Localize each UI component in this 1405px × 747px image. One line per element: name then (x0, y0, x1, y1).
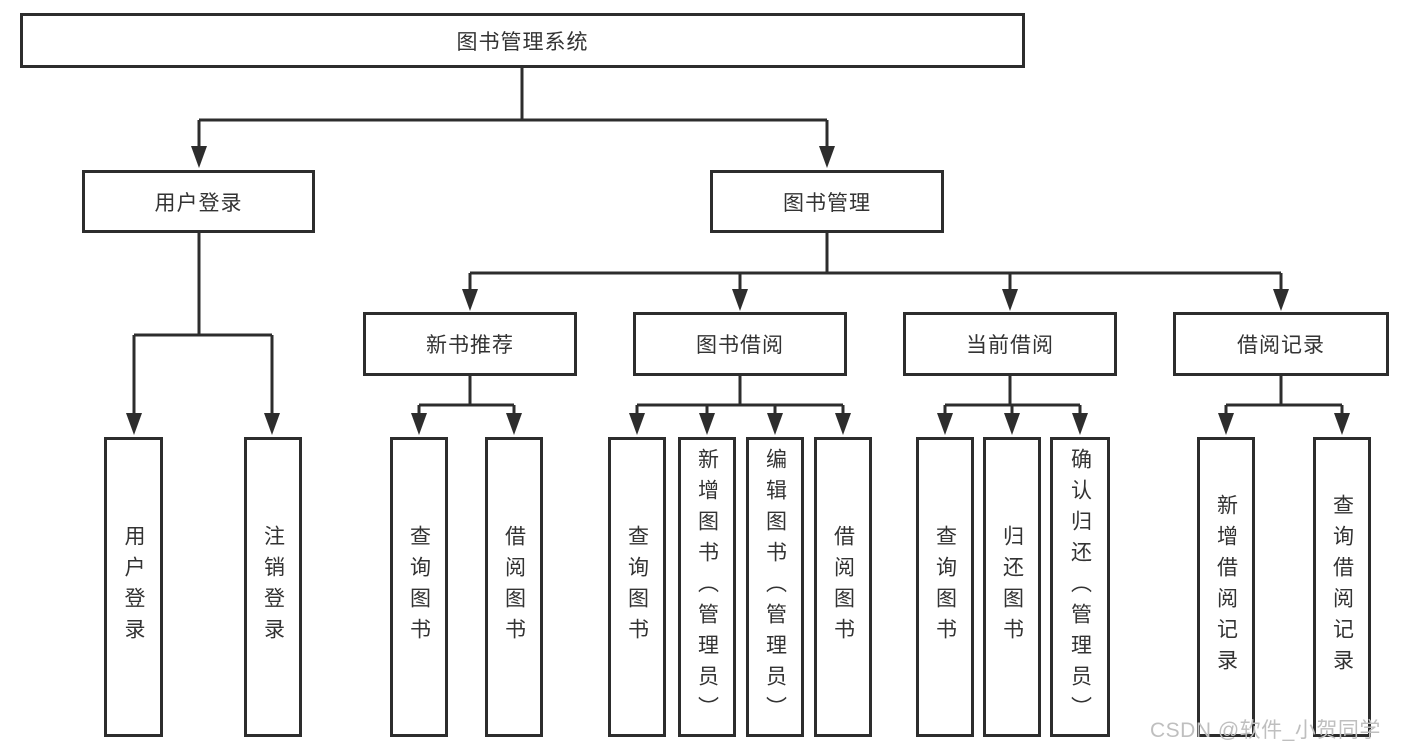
leaf-logout-label: 注销登录 (261, 525, 285, 649)
node-new-book-recommend-label: 新书推荐 (426, 334, 514, 357)
connector-borrowing-records-children (1218, 376, 1350, 435)
leaf-query-borrow-record: 查询借阅记录 (1313, 437, 1371, 737)
node-book-management-label: 图书管理 (783, 191, 871, 215)
connector-user-login-children (126, 233, 280, 435)
leaf-add-books-admin: 新增图书（管理员） (678, 437, 736, 737)
node-current-borrowing-label: 当前借阅 (966, 334, 1054, 357)
leaf-recommend-borrow-books-label: 借阅图书 (502, 525, 526, 649)
leaf-return-books-label: 归还图书 (1000, 525, 1024, 649)
leaf-borrow-query-books-label: 查询图书 (625, 525, 649, 649)
node-current-borrowing: 当前借阅 (903, 312, 1117, 376)
node-borrowing-records: 借阅记录 (1173, 312, 1389, 376)
connector-root-to-level2 (191, 68, 835, 168)
leaf-confirm-return-admin-label: 确认归还（管理员） (1068, 447, 1092, 727)
node-book-borrowing-label: 图书借阅 (696, 334, 784, 357)
connector-current-borrowing-children (937, 376, 1088, 435)
leaf-user-login: 用户登录 (104, 437, 163, 737)
leaf-recommend-borrow-books: 借阅图书 (485, 437, 543, 737)
leaf-query-borrow-record-label: 查询借阅记录 (1330, 494, 1354, 680)
node-borrowing-records-label: 借阅记录 (1237, 334, 1325, 357)
csdn-watermark: CSDN @软件_小贺同学 (1150, 719, 1381, 742)
leaf-current-query-books: 查询图书 (916, 437, 974, 737)
leaf-user-login-label: 用户登录 (122, 525, 146, 649)
node-root-label: 图书管理系统 (456, 30, 589, 54)
leaf-borrow-borrow-books-label: 借阅图书 (831, 525, 855, 649)
leaf-confirm-return-admin: 确认归还（管理员） (1050, 437, 1110, 737)
leaf-borrow-query-books: 查询图书 (608, 437, 666, 737)
leaf-logout: 注销登录 (244, 437, 302, 737)
node-user-login-label: 用户登录 (154, 191, 243, 215)
node-book-borrowing: 图书借阅 (633, 312, 847, 376)
leaf-current-query-books-label: 查询图书 (933, 525, 957, 649)
connector-book-management-children (462, 233, 1289, 311)
leaf-add-borrow-record: 新增借阅记录 (1197, 437, 1255, 737)
connector-new-book-recommend-children (411, 376, 522, 435)
node-new-book-recommend: 新书推荐 (363, 312, 577, 376)
leaf-return-books: 归还图书 (983, 437, 1041, 737)
leaf-add-borrow-record-label: 新增借阅记录 (1214, 494, 1238, 680)
leaf-edit-books-admin-label: 编辑图书（管理员） (763, 447, 787, 727)
leaf-edit-books-admin: 编辑图书（管理员） (746, 437, 804, 737)
node-book-management: 图书管理 (710, 170, 944, 233)
leaf-recommend-query-books: 查询图书 (390, 437, 448, 737)
leaf-add-books-admin-label: 新增图书（管理员） (695, 447, 719, 727)
node-root: 图书管理系统 (20, 13, 1025, 68)
node-user-login: 用户登录 (82, 170, 315, 233)
connector-book-borrowing-children (629, 376, 851, 435)
leaf-borrow-borrow-books: 借阅图书 (814, 437, 872, 737)
leaf-recommend-query-books-label: 查询图书 (407, 525, 431, 649)
